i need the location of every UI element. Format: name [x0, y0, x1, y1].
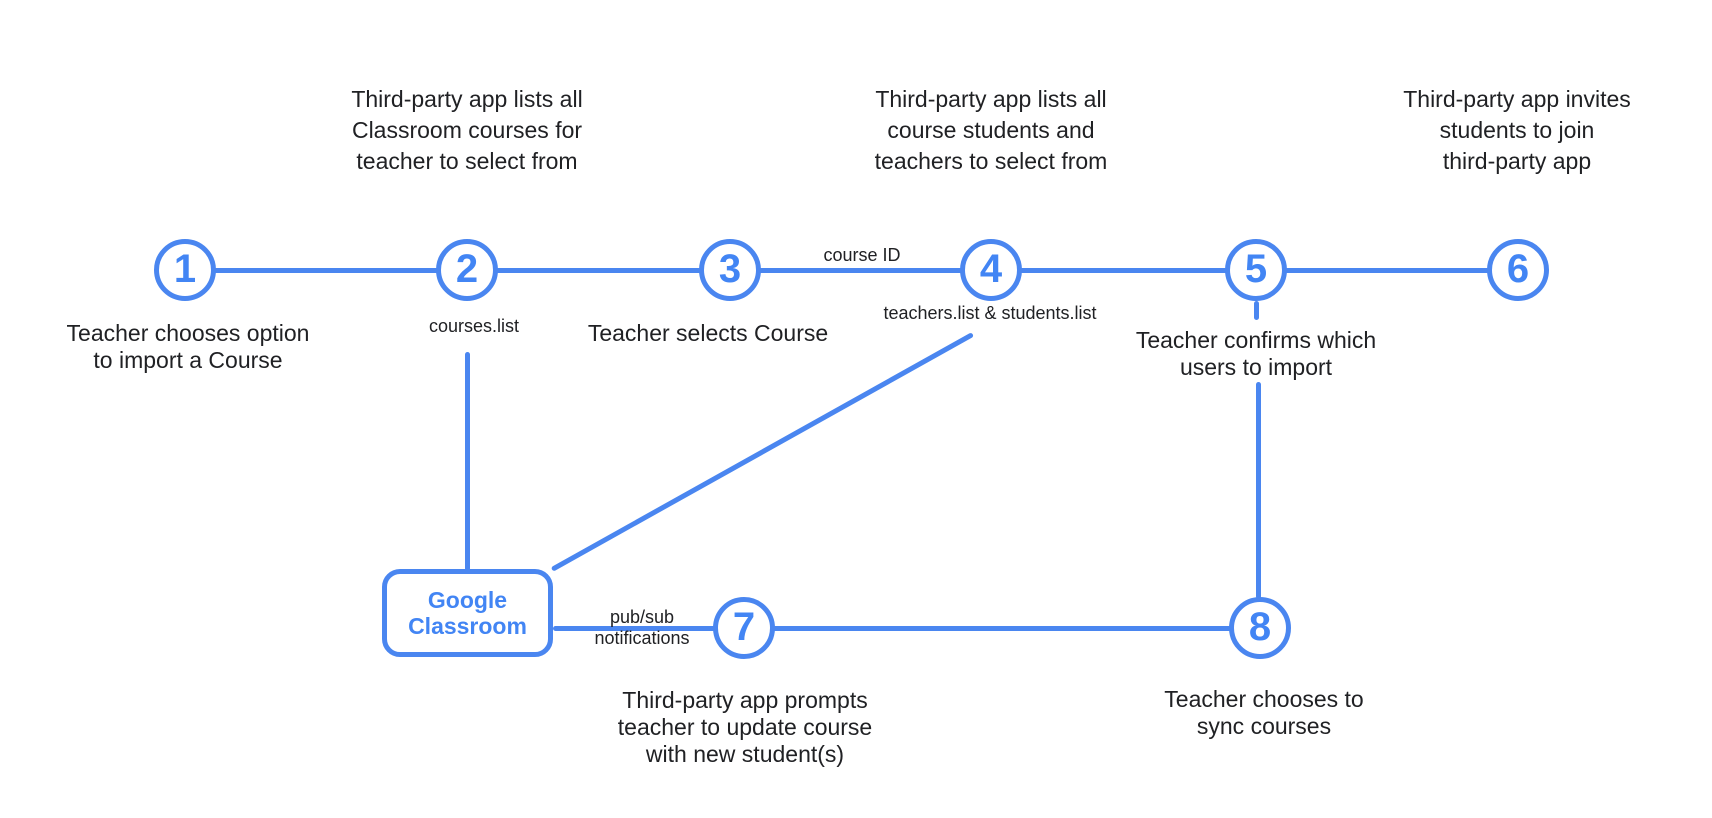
annotation-step6-top: Third-party app invites students to join…: [1403, 86, 1631, 174]
google-classroom-label-line2: Classroom: [408, 613, 527, 639]
step-node-5: 5: [1225, 239, 1287, 301]
label-teachers-students-api: teachers.list & students.list: [883, 303, 1097, 323]
connector-step4-to-classroom: [550, 332, 974, 572]
annotation-step1-caption: Teacher chooses option to import a Cours…: [66, 320, 310, 373]
google-classroom-label-line1: Google: [427, 587, 508, 613]
annotation-step4-top: Third-party app lists all course student…: [874, 86, 1108, 174]
step-number-6: 6: [1506, 247, 1530, 291]
step-node-3: 3: [699, 239, 761, 301]
connector-step5-stub: [1254, 301, 1259, 320]
annotation-step5-caption: Teacher confirms which users to import: [1135, 327, 1377, 380]
annotation-step3-caption: Teacher selects Course: [587, 320, 829, 346]
step-number-1: 1: [173, 247, 197, 291]
label-pubsub-edge: pub/sub notifications: [594, 607, 690, 648]
connector-bottom-row: [553, 626, 1260, 631]
step-node-2: 2: [436, 239, 498, 301]
step-number-4: 4: [979, 247, 1003, 291]
step-node-6: 6: [1487, 239, 1549, 301]
annotation-step7-caption: Third-party app prompts teacher to updat…: [617, 687, 873, 767]
step-number-2: 2: [455, 247, 479, 291]
step-node-1: 1: [154, 239, 216, 301]
connector-step5-to-step8: [1256, 382, 1261, 599]
connector-step2-to-classroom: [465, 352, 470, 571]
step-number-3: 3: [718, 247, 742, 291]
google-classroom-box: Google Classroom: [382, 569, 553, 657]
step-node-8: 8: [1229, 597, 1291, 659]
annotation-step8-caption: Teacher chooses to sync courses: [1164, 686, 1364, 739]
label-courses-list-api: courses.list: [428, 316, 520, 336]
step-node-7: 7: [713, 597, 775, 659]
step-number-7: 7: [732, 605, 756, 649]
step-number-8: 8: [1248, 605, 1272, 649]
step-number-5: 5: [1244, 247, 1268, 291]
label-course-id-edge: course ID: [823, 245, 901, 265]
step-node-4: 4: [960, 239, 1022, 301]
connector-top-row: [185, 268, 1518, 273]
annotation-step2-top: Third-party app lists all Classroom cour…: [351, 86, 583, 174]
